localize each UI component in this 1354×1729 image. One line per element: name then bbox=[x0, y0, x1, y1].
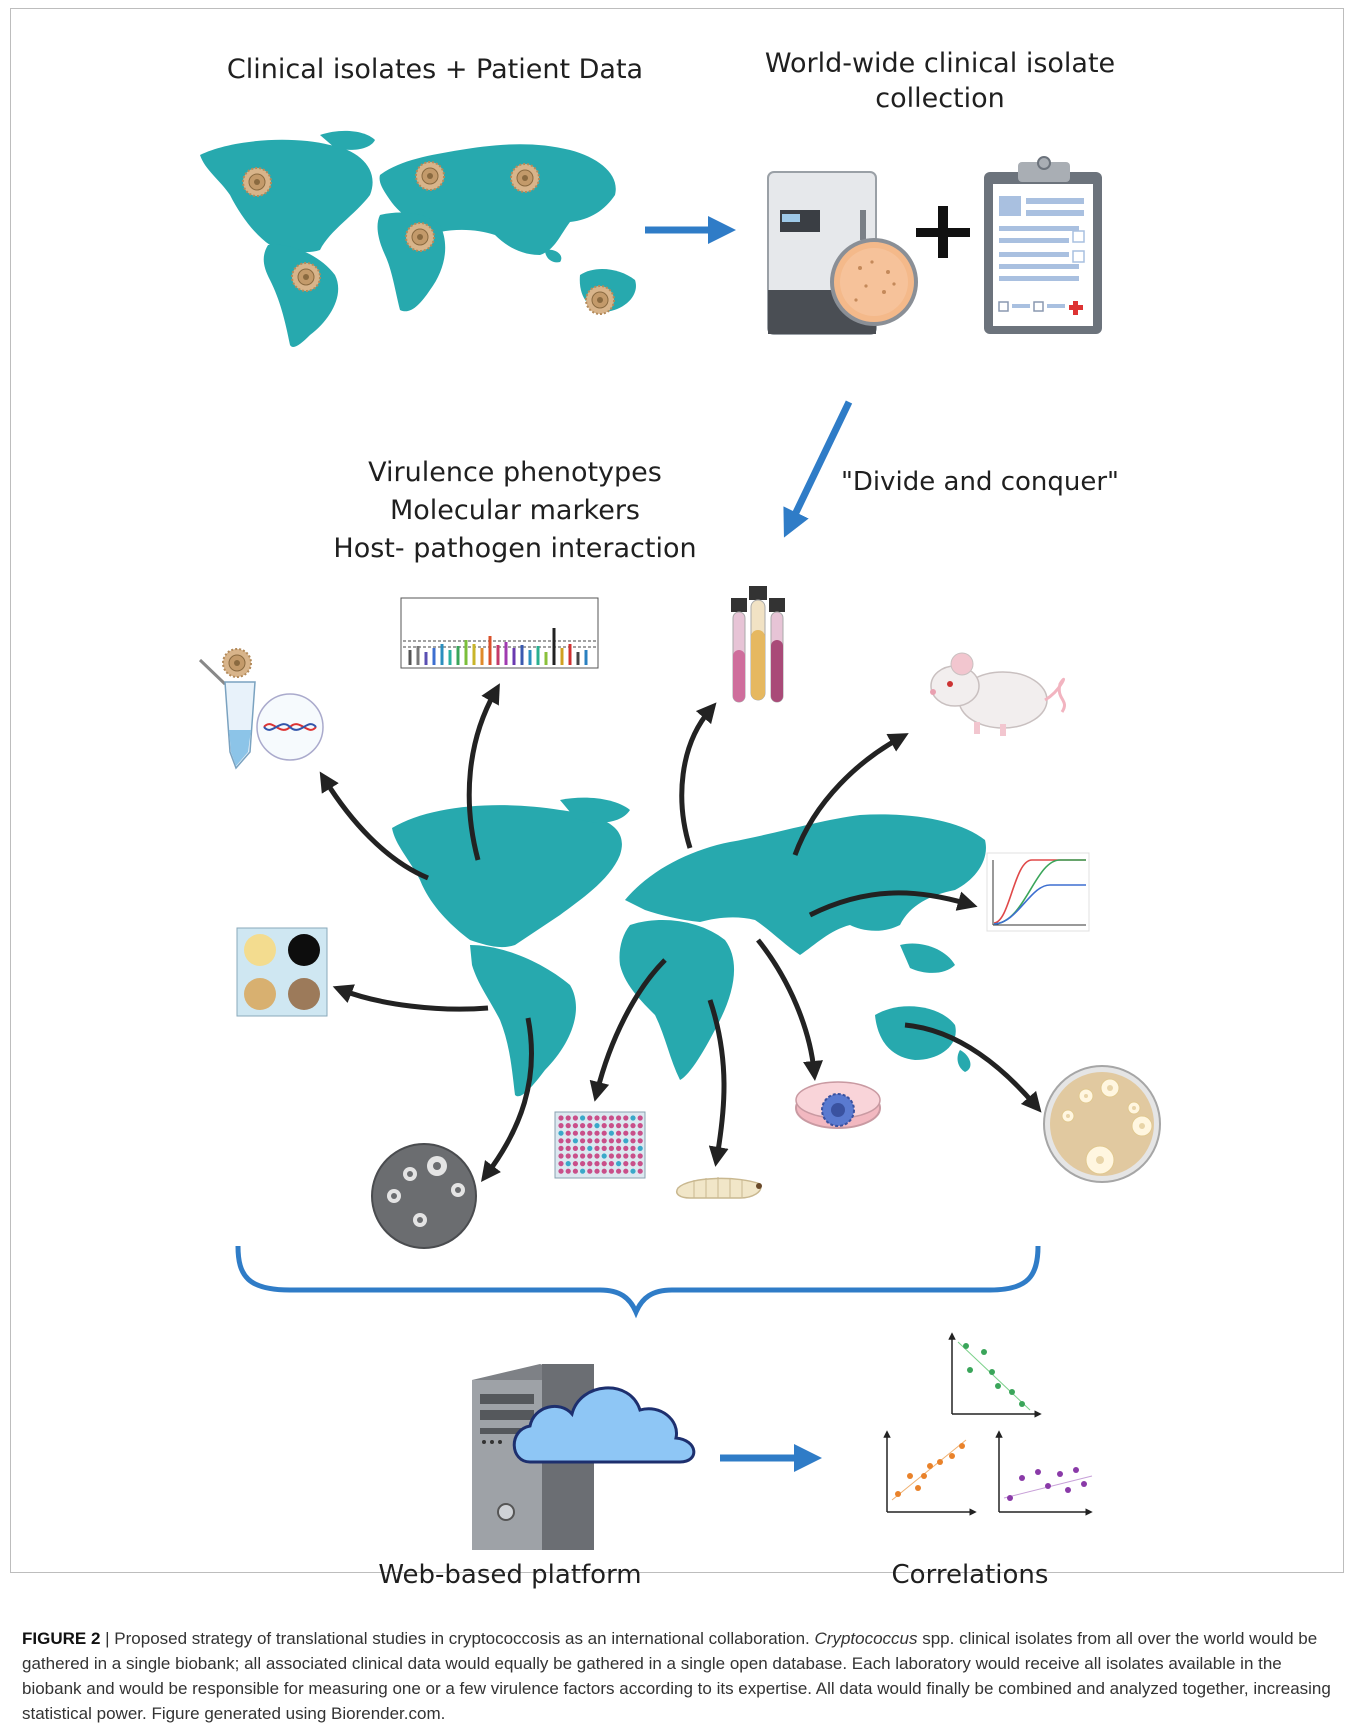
capsule-plate-icon bbox=[371, 1143, 477, 1249]
label-correlations: Correlations bbox=[891, 1560, 1049, 1590]
phenotype-arrows bbox=[319, 683, 1042, 1183]
label-host: Host- pathogen interaction bbox=[333, 533, 697, 564]
scatter-plot-icon bbox=[883, 1332, 1093, 1516]
caption-text-part1: Proposed strategy of translational studi… bbox=[114, 1629, 815, 1648]
figure-caption: FIGURE 2 | Proposed strategy of translat… bbox=[22, 1626, 1332, 1726]
label-clinical-isolates: Clinical isolates + Patient Data bbox=[226, 54, 644, 85]
figure-frame bbox=[10, 8, 1344, 1573]
caption-text-part2: spp. clinical isolates from all over the… bbox=[22, 1629, 1331, 1723]
label-web-platform: Web-based platform bbox=[378, 1560, 642, 1590]
label-virulence: Virulence phenotypes bbox=[368, 457, 662, 488]
manhattan-plot-icon bbox=[400, 597, 599, 669]
label-divide-conquer: "Divide and conquer" bbox=[840, 467, 1120, 497]
clipboard-icon bbox=[984, 156, 1102, 334]
cloud-icon bbox=[512, 1386, 696, 1464]
caption-genus: Cryptococcus bbox=[814, 1629, 918, 1648]
cell-dish-icon bbox=[795, 1081, 881, 1129]
brace bbox=[235, 1245, 1041, 1319]
growth-curve-icon bbox=[986, 852, 1090, 932]
plate-96well-icon bbox=[554, 1111, 646, 1179]
pigment-plate-icon bbox=[236, 927, 328, 1017]
colony-plate-icon bbox=[1043, 1065, 1161, 1183]
culture-tubes-icon bbox=[731, 586, 785, 703]
world-map-top bbox=[200, 130, 636, 347]
label-worldwide-collection: World-wide clinical isolate collection bbox=[720, 46, 1160, 116]
caption-figure-label: FIGURE 2 bbox=[22, 1629, 101, 1648]
plus-icon bbox=[916, 206, 970, 258]
label-worldwide-line2: collection bbox=[875, 83, 1005, 115]
label-worldwide-line1: World-wide clinical isolate bbox=[764, 48, 1116, 79]
pcr-tube-dna-icon bbox=[198, 648, 324, 770]
arrow-divide bbox=[783, 400, 853, 538]
label-phenotypes: Virulence phenotypes Molecular markers H… bbox=[300, 454, 730, 568]
mouse-icon bbox=[930, 652, 1066, 736]
petri-dish-icon bbox=[830, 238, 918, 326]
caption-separator: | bbox=[100, 1629, 115, 1648]
world-map-middle bbox=[392, 797, 986, 1097]
scatter-marks bbox=[891, 1341, 1093, 1501]
larva-icon bbox=[676, 1177, 762, 1199]
label-molecular: Molecular markers bbox=[389, 495, 640, 526]
